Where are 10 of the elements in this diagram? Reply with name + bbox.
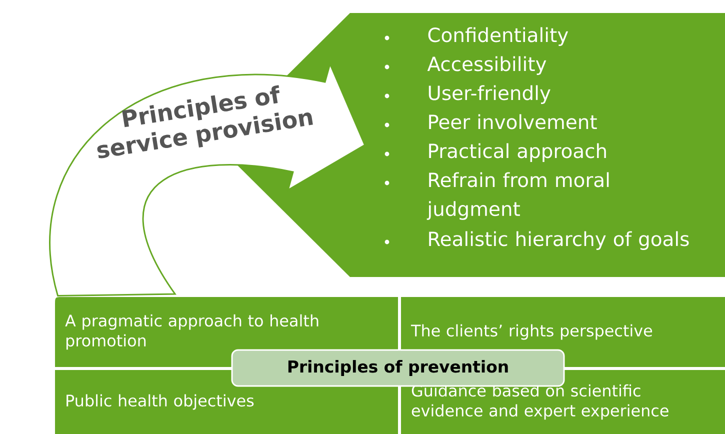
bullet-item: Peer involvement bbox=[429, 114, 597, 130]
bullet-item: Confidentiality bbox=[428, 27, 568, 46]
bullet-item: Realistic hierarchy of goals bbox=[429, 231, 689, 250]
center-box: Principles of prevention bbox=[231, 349, 565, 387]
bullet-item: Practical approach bbox=[429, 143, 606, 162]
curved-arrow bbox=[50, 63, 366, 297]
bullet-item: User-friendly bbox=[428, 85, 550, 104]
bullet-item: Refrain from moral judgment bbox=[426, 172, 609, 220]
arrow-label: Principles of service provision bbox=[97, 85, 313, 158]
bullet-item: Accessibility bbox=[427, 56, 546, 75]
